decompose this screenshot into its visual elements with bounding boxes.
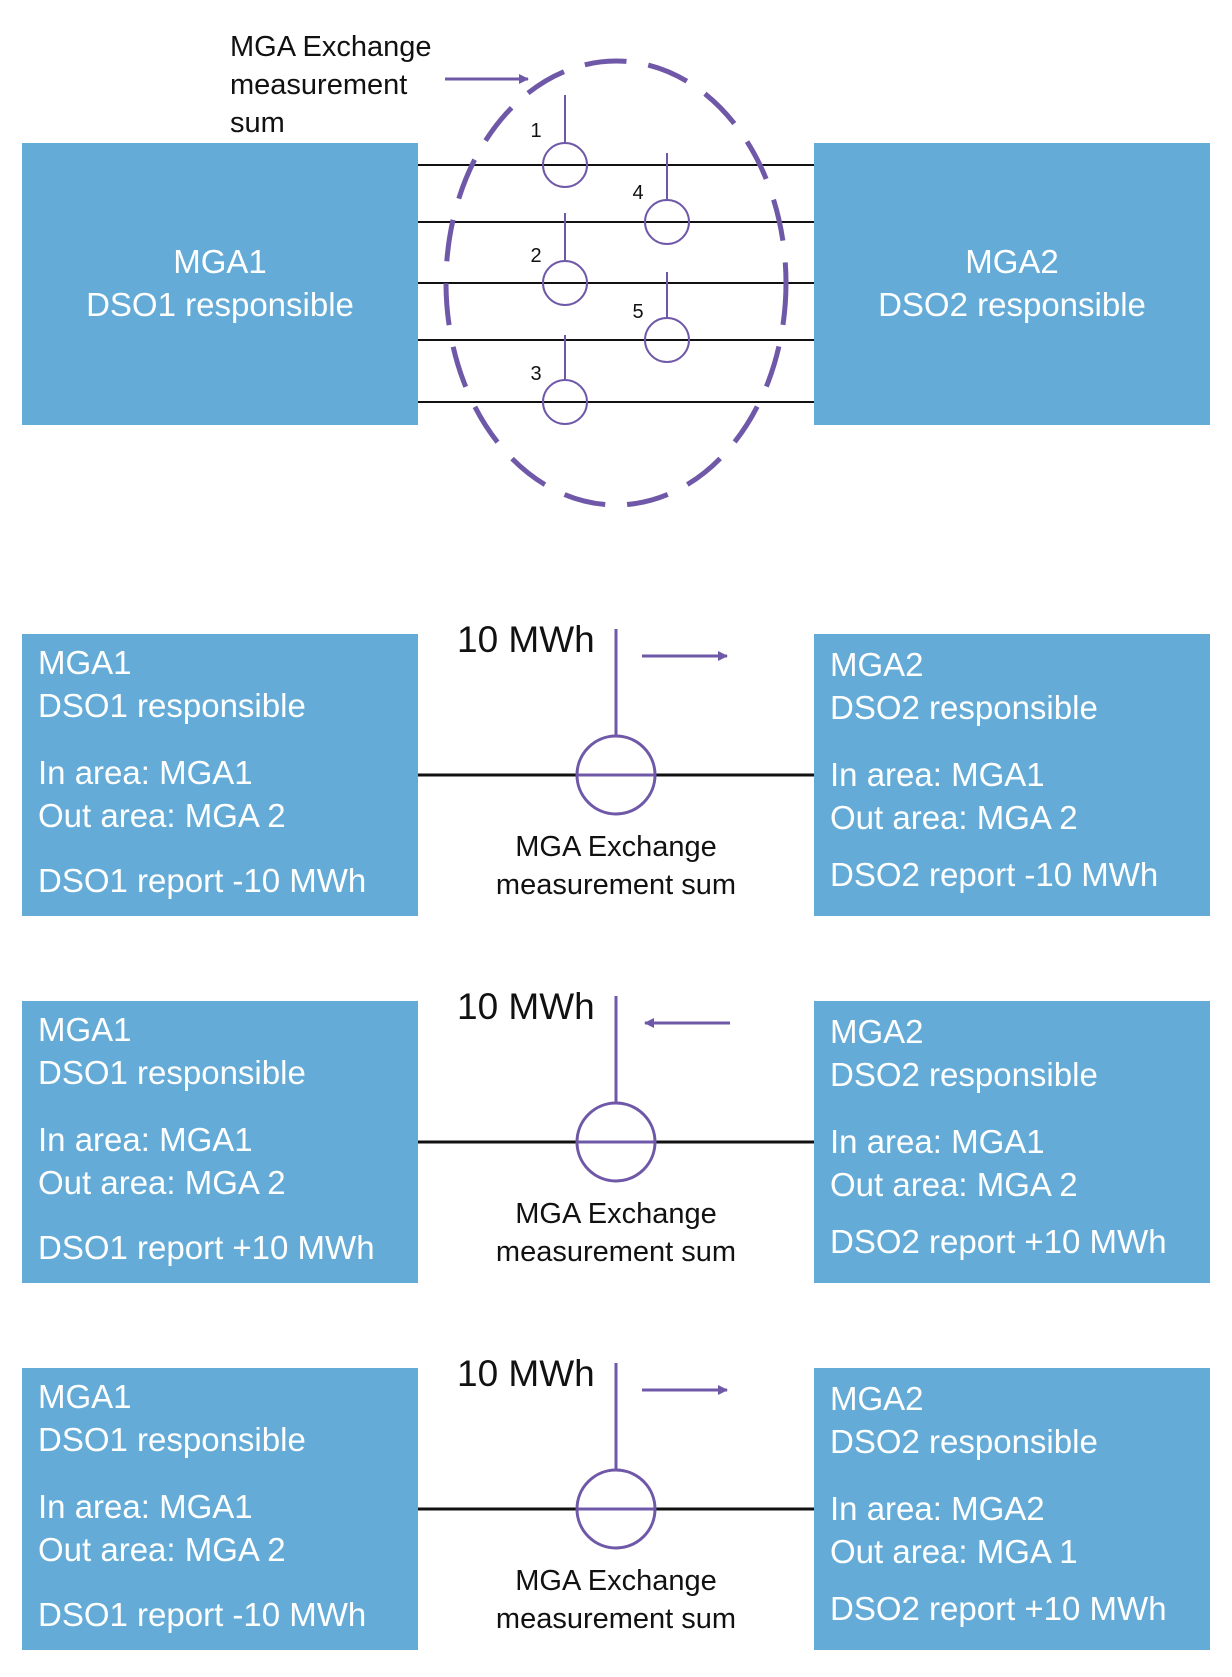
left-in-area: In area: MGA1	[38, 754, 253, 791]
exchange-lines	[418, 164, 814, 403]
callout-line-1: MGA Exchange	[230, 31, 432, 63]
callout-line-2: measurement	[230, 69, 407, 101]
right-responsible: DSO2 responsible	[830, 689, 1098, 726]
mga2-responsible: DSO2 responsible	[878, 286, 1146, 323]
right-title: MGA2	[830, 1380, 924, 1417]
meter-label-2: 2	[530, 245, 541, 267]
caption-line-2: measurement sum	[496, 869, 736, 901]
right-out-area: Out area: MGA 1	[830, 1533, 1078, 1570]
caption-line-1: MGA Exchange	[515, 1565, 717, 1597]
right-title: MGA2	[830, 646, 924, 683]
callout-line-3: sum	[230, 107, 285, 139]
left-responsible: DSO1 responsible	[38, 1054, 306, 1091]
right-report: DSO2 report +10 MWh	[830, 1590, 1167, 1627]
left-area-box	[22, 1368, 418, 1650]
left-report: DSO1 report +10 MWh	[38, 1229, 375, 1266]
meter-2	[542, 213, 588, 306]
meter-label-1: 1	[530, 120, 541, 142]
right-in-area: In area: MGA2	[830, 1490, 1045, 1527]
right-responsible: DSO2 responsible	[830, 1423, 1098, 1460]
left-title: MGA1	[38, 1378, 132, 1415]
right-report: DSO2 report +10 MWh	[830, 1223, 1167, 1260]
flow-amount: 10 MWh	[457, 986, 595, 1027]
left-out-area: Out area: MGA 2	[38, 1531, 286, 1568]
flow-amount: 10 MWh	[457, 1353, 595, 1394]
left-title: MGA1	[38, 644, 132, 681]
left-in-area: In area: MGA1	[38, 1121, 253, 1158]
meter-4	[644, 153, 690, 245]
left-title: MGA1	[38, 1011, 132, 1048]
right-out-area: Out area: MGA 2	[830, 799, 1078, 836]
caption-line-1: MGA Exchange	[515, 1198, 717, 1230]
mga2-box	[814, 143, 1210, 425]
right-report: DSO2 report -10 MWh	[830, 856, 1158, 893]
left-out-area: Out area: MGA 2	[38, 797, 286, 834]
measurement-boundary-ellipse	[443, 58, 789, 508]
left-report: DSO1 report -10 MWh	[38, 862, 366, 899]
left-report: DSO1 report -10 MWh	[38, 1596, 366, 1633]
mga2-title: MGA2	[965, 243, 1059, 280]
right-responsible: DSO2 responsible	[830, 1056, 1098, 1093]
right-out-area: Out area: MGA 2	[830, 1166, 1078, 1203]
meter-5	[644, 272, 690, 363]
flow-amount: 10 MWh	[457, 619, 595, 660]
mga1-title: MGA1	[173, 243, 267, 280]
right-in-area: In area: MGA1	[830, 756, 1045, 793]
meter-label-3: 3	[530, 363, 541, 385]
mga1-responsible: DSO1 responsible	[86, 286, 354, 323]
right-in-area: In area: MGA1	[830, 1123, 1045, 1160]
caption-line-2: measurement sum	[496, 1236, 736, 1268]
left-responsible: DSO1 responsible	[38, 687, 306, 724]
meter-1	[542, 95, 588, 188]
left-area-box	[22, 634, 418, 916]
left-area-box	[22, 1001, 418, 1283]
left-out-area: Out area: MGA 2	[38, 1164, 286, 1201]
mga1-box	[22, 143, 418, 425]
right-area-box	[814, 1368, 1210, 1650]
caption-line-2: measurement sum	[496, 1603, 736, 1635]
caption-line-1: MGA Exchange	[515, 831, 717, 863]
right-area-box	[814, 634, 1210, 916]
right-title: MGA2	[830, 1013, 924, 1050]
left-responsible: DSO1 responsible	[38, 1421, 306, 1458]
meter-3	[542, 335, 588, 425]
overview-section: MGA1 DSO1 responsible MGA2 DSO2 responsi…	[22, 31, 1210, 508]
right-area-box	[814, 1001, 1210, 1283]
left-in-area: In area: MGA1	[38, 1488, 253, 1525]
meter-label-4: 4	[632, 182, 643, 204]
meter-label-5: 5	[632, 301, 643, 323]
